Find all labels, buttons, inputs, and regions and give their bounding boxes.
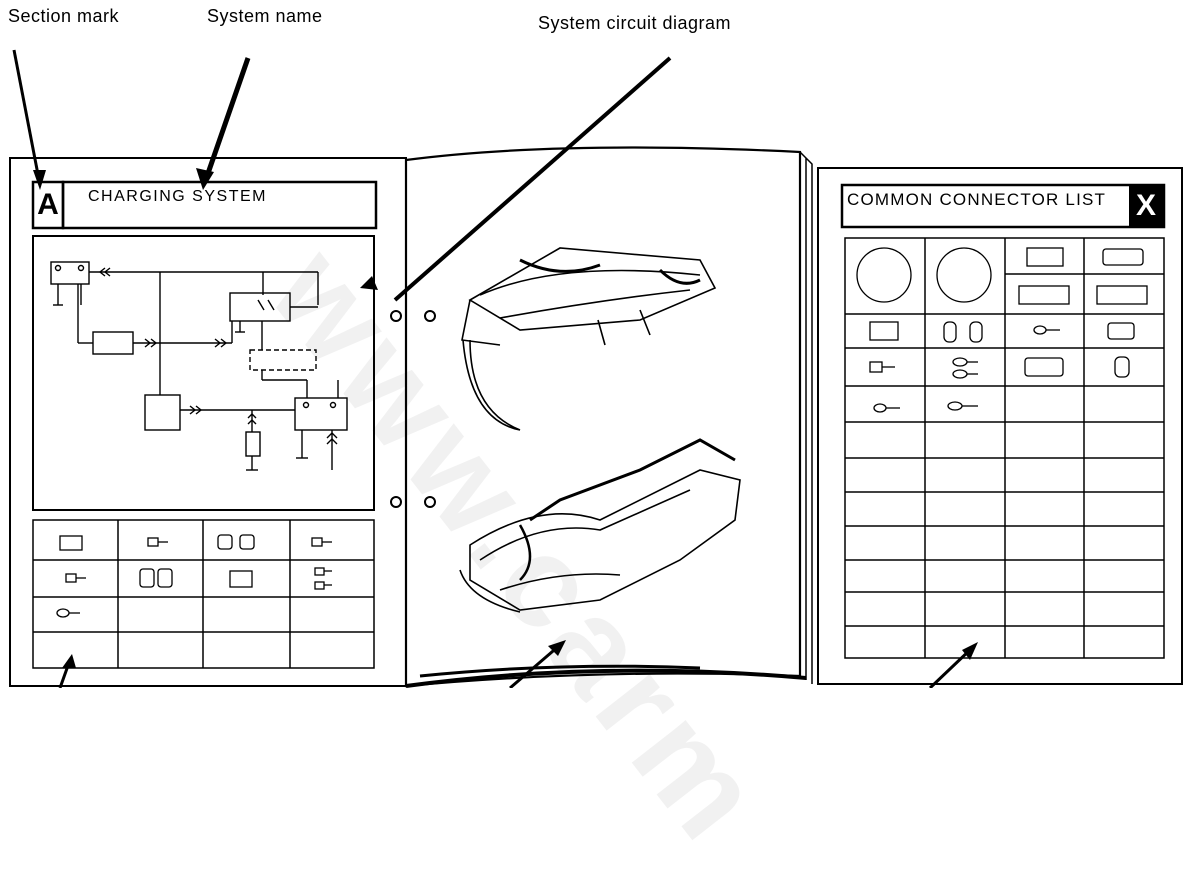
terminal-icon [65, 573, 77, 583]
manual-layout-diagram [9, 49, 1183, 688]
connector-icon [969, 321, 983, 343]
left-connector-icons [56, 534, 332, 618]
ring-connector-icon [56, 608, 70, 618]
binder-hole-icon [390, 310, 402, 322]
right-connector-table [844, 237, 1165, 659]
callout-circuit-diagram: System circuit diagram [538, 13, 732, 33]
section-mark-x: X [1129, 185, 1163, 227]
callout-system-name: System name [207, 6, 323, 26]
binder-hole-icon [424, 496, 436, 508]
connector-icon [139, 568, 155, 588]
connector-icon [217, 534, 233, 550]
connector-icon [869, 321, 899, 341]
connector-icon [1096, 285, 1148, 305]
connector-icon [943, 321, 957, 343]
callout-arrows [12, 49, 974, 688]
connector-icon [1018, 285, 1070, 305]
page-stack [799, 151, 813, 684]
page-curl [405, 668, 807, 688]
connector-icon [1107, 322, 1135, 340]
connector-icon [229, 570, 253, 588]
ring-connector-icon [936, 247, 992, 303]
right-connector-icons [856, 247, 1148, 413]
connector-icon [1024, 357, 1064, 377]
ring-connector-icon [873, 403, 887, 413]
terminal-icon [869, 361, 883, 373]
list-title-box [840, 183, 1166, 229]
arrow-icon [12, 49, 42, 186]
terminal-icon [314, 581, 325, 590]
circuit-diagram [50, 261, 348, 471]
connector-list-title: COMMON CONNECTOR LIST [847, 190, 1107, 209]
right-page [817, 167, 1183, 685]
connector-icon [1102, 248, 1144, 266]
ring-connector-icon [1033, 325, 1047, 335]
system-name-box [61, 180, 378, 230]
connector-icon [1026, 247, 1064, 267]
connector-icon [157, 568, 173, 588]
terminal-icon [952, 357, 968, 367]
binder-hole-icon [390, 496, 402, 508]
binder-hole-icon [424, 310, 436, 322]
terminal-icon [147, 537, 159, 547]
section-mark: A [37, 188, 59, 221]
circuit-panel [32, 235, 375, 511]
arrow-icon [393, 56, 672, 302]
connector-icon [1114, 356, 1130, 378]
ring-connector-icon [947, 401, 963, 411]
harness-illustration [459, 438, 741, 613]
arrow-icon [202, 57, 251, 183]
ring-connector-icon [856, 247, 912, 303]
left-connector-table [32, 519, 375, 669]
terminal-icon [314, 567, 325, 576]
connector-icon [239, 534, 255, 550]
terminal-icon [952, 369, 968, 379]
connector-icon [59, 535, 83, 551]
engine-illustration [461, 247, 717, 431]
system-title: CHARGING SYSTEM [88, 188, 267, 205]
terminal-icon [311, 537, 323, 547]
callout-section-mark: Section mark [8, 6, 120, 26]
